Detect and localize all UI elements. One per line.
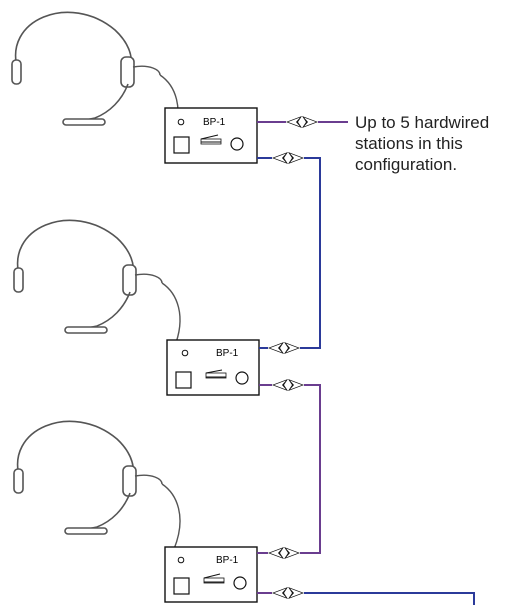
note-line-2: stations in this [355, 134, 463, 153]
headset-1 [11, 11, 179, 141]
cable-1-out [257, 116, 348, 128]
headset-2 [13, 219, 181, 349]
beltpack-1: BP-1 [164, 107, 258, 164]
beltpack-3: BP-1 [164, 546, 258, 603]
headset-3 [13, 420, 181, 550]
cable-1-to-2 [257, 152, 321, 354]
beltpack-2-label: BP-1 [216, 348, 239, 359]
cable-2-to-3 [257, 379, 321, 559]
beltpack-1-label: BP-1 [203, 117, 226, 128]
beltpack-2: BP-1 [166, 339, 260, 396]
beltpack-3-label: BP-1 [216, 555, 239, 566]
configuration-note: Up to 5 hardwired stations in this confi… [355, 112, 527, 175]
cable-3-out [257, 587, 475, 605]
note-line-1: Up to 5 hardwired [355, 113, 490, 132]
note-line-3: configuration. [355, 155, 458, 174]
